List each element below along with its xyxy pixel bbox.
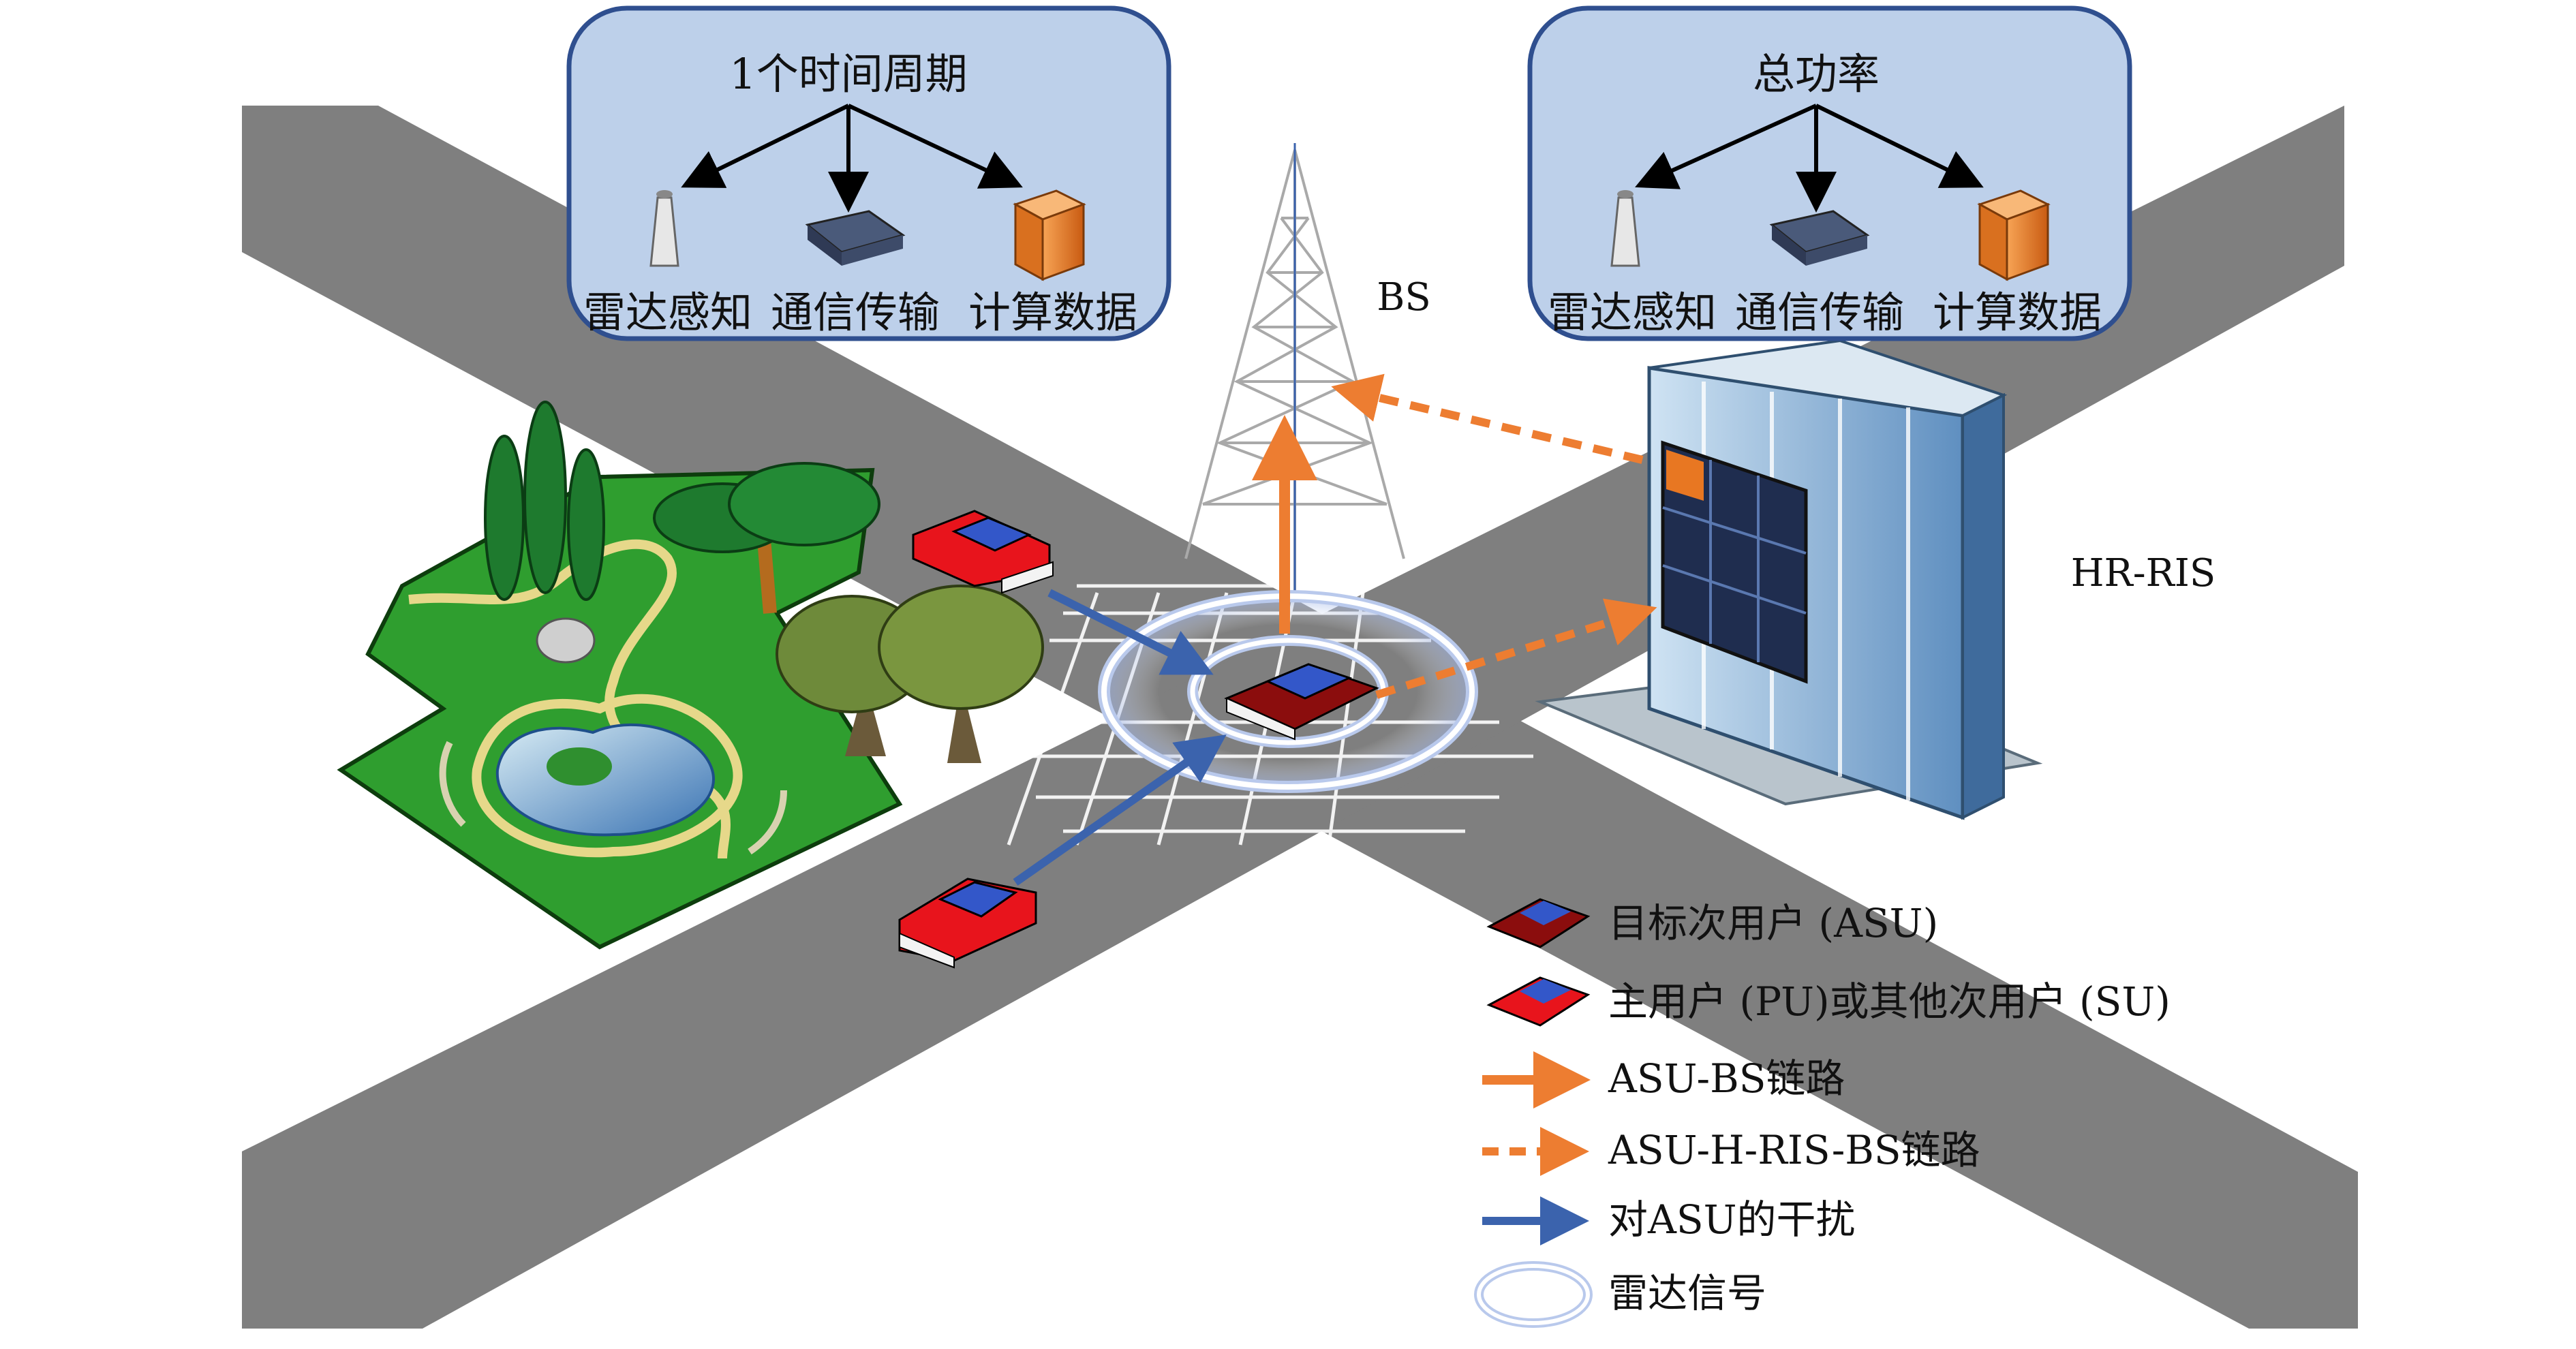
park-area xyxy=(337,401,1044,950)
pond-island xyxy=(547,747,612,786)
svg-text:对ASU的干扰: 对ASU的干扰 xyxy=(1608,1196,1856,1243)
hr-ris-label: HR-RIS xyxy=(2071,551,2216,595)
box-item-radar: 雷达感知 xyxy=(1548,288,1717,337)
time-period-box: 1个时间周期 雷达感知 通信传输 计算数据 xyxy=(566,5,1171,341)
building-right-face xyxy=(1961,392,2005,820)
box-title: 总功率 xyxy=(1753,49,1880,99)
server-icon xyxy=(1977,189,2051,281)
asu-hris-bs-link xyxy=(1331,373,1657,699)
box-title: 1个时间周期 xyxy=(729,49,967,99)
tree-icon xyxy=(484,401,605,601)
ris-panel xyxy=(1661,440,1808,684)
building-roof xyxy=(1649,339,2008,418)
pond-ring-path xyxy=(472,694,743,858)
svg-text:ASU-BS链路: ASU-BS链路 xyxy=(1608,1055,1845,1102)
svg-text:雷达信号: 雷达信号 xyxy=(1608,1270,1766,1316)
legend-radar: 雷达信号 xyxy=(1474,1261,1766,1328)
legend: 目标次用户 (ASU) 主用户 (PU)或其他次用户 (SU) ASU-BS链路… xyxy=(1474,898,2171,1328)
legend-asu-bs: ASU-BS链路 xyxy=(1482,1051,1845,1108)
bs-label: BS xyxy=(1377,275,1431,320)
antenna-icon xyxy=(649,190,679,267)
su-car-top xyxy=(912,510,1054,594)
box-item-comm: 通信传输 xyxy=(771,288,940,337)
svg-text:ASU-H-RIS-BS链路: ASU-H-RIS-BS链路 xyxy=(1608,1127,1980,1173)
router-icon xyxy=(1769,210,1870,266)
building-icon xyxy=(1535,339,2043,820)
asu-car xyxy=(1224,663,1379,741)
tree-icon xyxy=(653,462,880,614)
tree-icon xyxy=(776,585,1044,763)
legend-asu-hris-bs: ASU-H-RIS-BS链路 xyxy=(1482,1127,1980,1176)
legend-pu-su: 主用户 (PU)或其他次用户 (SU) xyxy=(1486,976,2171,1027)
ris-active-element xyxy=(1666,450,1704,501)
car-icon xyxy=(898,510,1379,969)
box-item-compute: 计算数据 xyxy=(1933,288,2102,337)
park-bench-right xyxy=(748,790,787,855)
box-item-comm: 通信传输 xyxy=(1735,288,1904,337)
server-icon xyxy=(1013,189,1086,281)
svg-text:主用户 (PU)或其他次用户 (SU): 主用户 (PU)或其他次用户 (SU) xyxy=(1608,978,2171,1025)
box-item-radar: 雷达感知 xyxy=(583,288,752,337)
antenna-icon xyxy=(1610,190,1640,267)
park-bench-left xyxy=(439,741,466,827)
box-item-compute: 计算数据 xyxy=(968,288,1137,337)
interference-links xyxy=(1013,589,1227,886)
su-car-bottom xyxy=(898,878,1037,969)
router-icon xyxy=(805,210,906,266)
tower-icon xyxy=(1184,143,1405,600)
legend-interference: 对ASU的干扰 xyxy=(1482,1196,1856,1245)
pond xyxy=(495,723,715,837)
total-power-box: 总功率 雷达感知 通信传输 计算数据 xyxy=(1527,5,2132,341)
rock xyxy=(536,617,596,664)
svg-text:目标次用户 (ASU): 目标次用户 (ASU) xyxy=(1608,900,1938,946)
legend-asu: 目标次用户 (ASU) xyxy=(1486,898,1938,948)
